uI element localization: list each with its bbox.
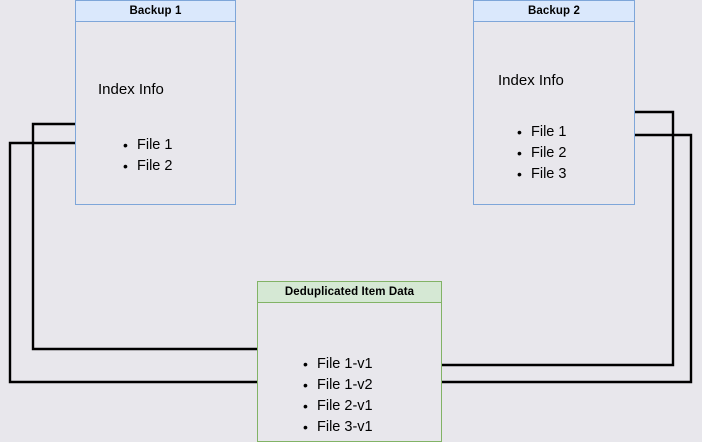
backup-2-index-info-label: Index Info: [498, 72, 564, 89]
node-backup-2-body: Index Info File 1 File 2 File 3: [473, 22, 635, 205]
backup-2-file-list: File 1 File 2 File 3: [517, 122, 566, 185]
node-backup-1-title: Backup 1: [75, 0, 236, 22]
list-item: File 2: [123, 156, 172, 177]
dedup-item-list: File 1-v1 File 1-v2 File 2-v1 File 3-v1: [303, 354, 373, 438]
list-item: File 2-v1: [303, 396, 373, 417]
backup-1-index-info-label: Index Info: [98, 81, 164, 98]
list-item: File 1-v2: [303, 375, 373, 396]
backup-1-file-list: File 1 File 2: [123, 135, 172, 177]
list-item: File 1: [123, 135, 172, 156]
node-backup-1-body: Index Info File 1 File 2: [75, 22, 236, 205]
node-backup-2-title: Backup 2: [473, 0, 635, 22]
list-item: File 3: [517, 164, 566, 185]
list-item: File 2: [517, 143, 566, 164]
node-deduplicated-item-data-title: Deduplicated Item Data: [257, 281, 442, 303]
list-item: File 1-v1: [303, 354, 373, 375]
node-deduplicated-item-data[interactable]: Deduplicated Item Data File 1-v1 File 1-…: [257, 281, 442, 442]
node-deduplicated-item-data-body: File 1-v1 File 1-v2 File 2-v1 File 3-v1: [257, 303, 442, 442]
node-backup-1[interactable]: Backup 1 Index Info File 1 File 2: [75, 0, 236, 205]
list-item: File 3-v1: [303, 417, 373, 438]
node-backup-2[interactable]: Backup 2 Index Info File 1 File 2 File 3: [473, 0, 635, 205]
list-item: File 1: [517, 122, 566, 143]
